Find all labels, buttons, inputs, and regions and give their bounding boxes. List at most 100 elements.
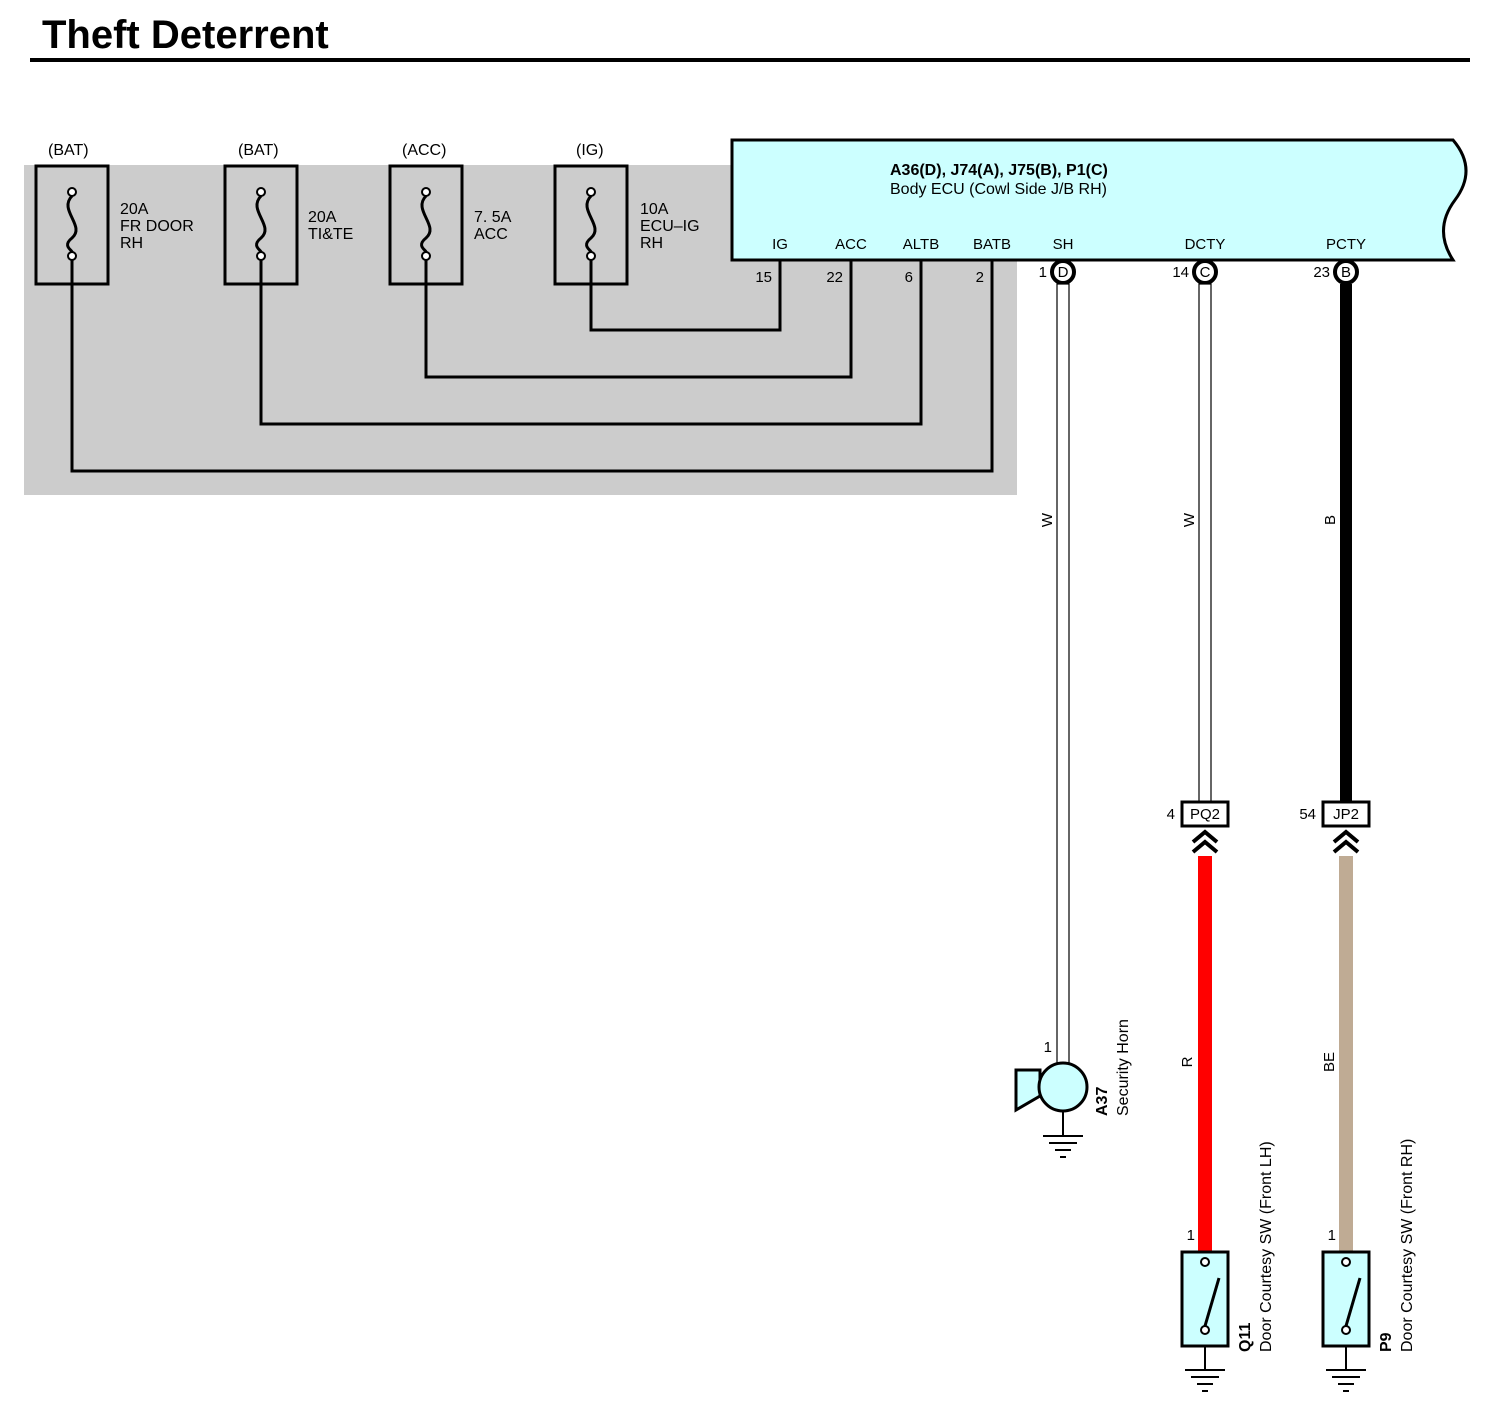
horn-icon: [1014, 1068, 1042, 1113]
ecu-terminal-ig: IG: [772, 236, 788, 253]
component-code: A37: [1094, 1087, 1111, 1116]
fuse-terminal: [256, 251, 266, 261]
title-underline: [30, 58, 1470, 62]
fuse-element: [255, 194, 267, 253]
wire-sh: [1056, 283, 1070, 1065]
ecu-terminal-pcty: PCTY: [1326, 236, 1366, 253]
fuse-element: [585, 194, 597, 253]
connector-letter: B: [1341, 264, 1351, 281]
connector-box: [1180, 800, 1230, 828]
pin-number: 1: [1187, 1227, 1195, 1244]
connector-ring: [1192, 259, 1218, 285]
ecu-connectors: A36(D), J74(A), J75(B), P1(C): [890, 162, 1108, 179]
wire-batb: [70, 260, 994, 473]
connector-chevron-icon: [1191, 829, 1219, 854]
fuse-terminal: [67, 251, 77, 261]
wire-color-code-pcty-upper: B: [1322, 515, 1339, 525]
connector-name: PQ2: [1190, 806, 1220, 823]
junction-connector-pq2: 4 PQ2: [1167, 800, 1230, 854]
door-courtesy-switch-rh: 1 P9 Door Courtesy SW (Front RH): [1321, 1139, 1416, 1392]
fuse-terminal: [421, 187, 431, 197]
switch-terminal: [1341, 1325, 1351, 1335]
output-connector-sh: 1 D: [1039, 259, 1076, 285]
ecu-terminal-dcty: DCTY: [1185, 236, 1226, 253]
fuse-source-label: (IG): [576, 142, 604, 159]
fuse-source-label: (ACC): [402, 142, 446, 159]
fuse-element: [420, 194, 432, 253]
pin-number: 54: [1299, 806, 1316, 823]
pin-number: 1: [1039, 264, 1047, 281]
connector-chevron-icon: [1332, 829, 1360, 854]
ecu-box: [730, 138, 1468, 262]
connector-letter: C: [1200, 264, 1211, 281]
pin-number: 14: [1172, 264, 1189, 281]
ground-icon: [1326, 1369, 1366, 1392]
fuse-terminal: [586, 251, 596, 261]
page-title: Theft Deterrent: [42, 13, 329, 57]
switch-terminal: [1341, 1257, 1351, 1267]
component-name: Security Horn: [1115, 1019, 1132, 1116]
ground-icon: [1043, 1135, 1083, 1158]
wire-color-code-sh: W: [1039, 512, 1056, 527]
ecu-terminal-acc: ACC: [835, 236, 867, 253]
wire-color-code-pcty-lower: BE: [1321, 1052, 1338, 1072]
fuse-name-line2: RH: [120, 235, 143, 252]
fuse-name-line1: TI&TE: [308, 226, 353, 243]
component-code: Q11: [1237, 1323, 1254, 1352]
pin-number-altb: 6: [905, 269, 913, 286]
output-connector-pcty: 23 B: [1313, 259, 1359, 285]
fuse-name-line2: RH: [640, 235, 663, 252]
wire-dcty-lower: [1198, 856, 1212, 1252]
wire-ecu-ig: [589, 260, 782, 332]
fuse-terminal: [256, 187, 266, 197]
switch-terminal: [1200, 1257, 1210, 1267]
component-name: Door Courtesy SW (Front LH): [1258, 1141, 1275, 1352]
pin-number-batb: 2: [976, 269, 984, 286]
connector-box: [1321, 800, 1371, 828]
connector-ring: [1333, 259, 1359, 285]
fuse-source-label: (BAT): [48, 142, 89, 159]
output-connector-dcty: 14 C: [1172, 259, 1218, 285]
pin-number-ig: 15: [755, 269, 772, 286]
door-courtesy-switch-lh: 1 Q11 Door Courtesy SW (Front LH): [1180, 1141, 1275, 1392]
fuse-rating: 7. 5A: [474, 209, 512, 226]
wire-altb: [259, 260, 923, 426]
pin-number: 1: [1328, 1227, 1336, 1244]
wire-dcty-upper: [1198, 283, 1212, 805]
fuse-name-line1: ECU–IG: [640, 218, 700, 235]
wire-color-code-dcty-lower: R: [1179, 1056, 1196, 1067]
wire-color-code-dcty-upper: W: [1181, 512, 1198, 527]
switch-terminal: [1200, 1325, 1210, 1335]
connector-letter: D: [1058, 264, 1069, 281]
fuse-terminal: [421, 251, 431, 261]
switch-contact-icon: [1203, 1277, 1221, 1327]
fuse-source-label: (BAT): [238, 142, 279, 159]
pin-number: 4: [1167, 806, 1175, 823]
security-horn: 1 A37 Security Horn: [1014, 1019, 1132, 1158]
fuse-terminal: [67, 187, 77, 197]
wire-pcty-upper: [1340, 284, 1352, 804]
body-ecu: A36(D), J74(A), J75(B), P1(C) Body ECU (…: [730, 138, 1468, 262]
pin-number: 23: [1313, 264, 1330, 281]
fuse-name-line1: FR DOOR: [120, 218, 194, 235]
wire-acc: [424, 260, 853, 379]
fuse-element: [66, 194, 78, 253]
pin-number-acc: 22: [826, 269, 843, 286]
horn-body: [1037, 1061, 1089, 1113]
component-name: Door Courtesy SW (Front RH): [1399, 1139, 1416, 1352]
fuse-name-line1: ACC: [474, 226, 508, 243]
ecu-name: Body ECU (Cowl Side J/B RH): [890, 181, 1107, 198]
wire-pcty-lower: [1339, 856, 1353, 1252]
component-code: P9: [1378, 1332, 1395, 1352]
fuse-terminal: [586, 187, 596, 197]
pin-number: 1: [1044, 1039, 1052, 1056]
junction-connector-jp2: 54 JP2: [1299, 800, 1371, 854]
ground-icon: [1185, 1369, 1225, 1392]
connector-ring: [1050, 259, 1076, 285]
ecu-terminal-sh: SH: [1053, 236, 1074, 253]
ecu-terminal-batb: BATB: [973, 236, 1011, 253]
ecu-terminal-altb: ALTB: [903, 236, 939, 253]
switch-contact-icon: [1344, 1277, 1362, 1327]
connector-name: JP2: [1333, 806, 1359, 823]
fuse-rating: 20A: [308, 209, 337, 226]
